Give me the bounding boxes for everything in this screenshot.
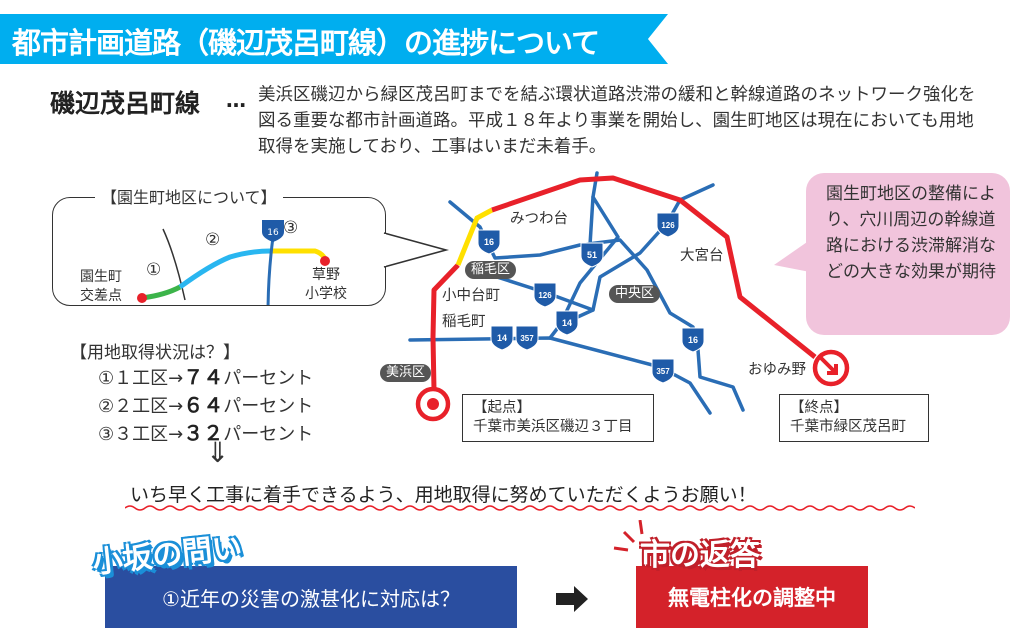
route-line-west [430, 263, 460, 391]
effect-bubble [806, 173, 1010, 335]
route-shield-icon: 357 [515, 325, 539, 351]
road-51b [588, 195, 595, 247]
wavy-underline [125, 505, 915, 511]
land-status-item-3: ③３工区→３２パーセント [98, 421, 314, 445]
section-2-line [178, 248, 271, 290]
ward-badge-inage: 稲毛区 [465, 261, 517, 279]
svg-text:357: 357 [656, 367, 670, 376]
svg-text:357: 357 [520, 334, 534, 343]
svg-text:14: 14 [562, 318, 572, 328]
route-shield-icon: 14 [555, 310, 579, 336]
svg-text:16: 16 [267, 228, 279, 238]
end-dot [320, 256, 330, 266]
place-omiyadai: 大宮台 [680, 248, 724, 264]
land-status-item-2: ②２工区→６４パーセント [98, 393, 314, 417]
answer-text: 無電柱化の調整中 [668, 586, 836, 610]
sonnocho-section [455, 207, 494, 266]
spark-icon [613, 520, 644, 552]
section-1-label: ① [146, 260, 162, 280]
ward-badge-mihama: 美浜区 [380, 364, 432, 382]
answer-box: 無電柱化の調整中 [636, 566, 868, 628]
question-text: ①近年の災害の激甚化に対応は？ [162, 586, 460, 611]
place-konakadai: 小中台町 [442, 288, 500, 304]
bubble-tail [380, 232, 450, 268]
start-point-box: 【起点】千葉市美浜区磯辺３丁目 [462, 394, 654, 442]
route-shield-icon: 126 [533, 282, 557, 308]
land-status-item-1: ①１工区→７４パーセント [98, 365, 314, 389]
end-arrow-icon [819, 356, 838, 375]
svg-text:14: 14 [497, 333, 507, 343]
start-label: 園生町交差点 [80, 269, 122, 304]
svg-text:126: 126 [538, 291, 552, 300]
route16-line [266, 236, 275, 305]
place-inage-cho: 稲毛町 [442, 314, 486, 330]
detail-bubble-title: 【園生町地区について】 [95, 184, 283, 208]
svg-text:126: 126 [661, 221, 675, 230]
route-shield-icon: 51 [580, 242, 604, 268]
ward-badge-chuo: 中央区 [609, 285, 661, 303]
route-shield-icon: 16 [681, 327, 705, 353]
route-shield-icon [262, 220, 284, 242]
start-dot [137, 293, 147, 303]
svg-text:16: 16 [484, 237, 494, 247]
arrow-right-icon [556, 586, 588, 612]
ellipsis: … [226, 88, 246, 112]
header-banner: 都市計画道路（磯辺茂呂町線）の進捗について [0, 14, 668, 64]
place-oyumino: おゆみ野 [748, 362, 806, 378]
svg-text:16: 16 [688, 335, 698, 345]
question-box: ①近年の災害の激甚化に対応は？ [105, 566, 517, 628]
route-shield-icon: 14 [490, 325, 514, 351]
route-shield-icon: 126 [656, 212, 680, 238]
end-label: 草野小学校 [305, 267, 347, 302]
request-text: いち早く工事に着手できるよう、用地取得に努めていただくようお願い！ [130, 484, 757, 506]
route-line-east [491, 175, 817, 359]
rail-line [162, 228, 186, 301]
mini-map: 16 [137, 220, 330, 305]
pink-bubble-tail [774, 240, 810, 272]
route-shield-icon: 16 [477, 229, 501, 255]
section-3-label: ③ [283, 218, 299, 238]
route-name: 磯辺茂呂町線 [50, 89, 201, 118]
end-point-box: 【終点】千葉市緑区茂呂町 [779, 394, 929, 442]
route-shield-icon: 357 [651, 358, 675, 384]
effect-bubble-text: 園生町地区の整備により、穴川周辺の幹線道路における渋滞解消などの大きな効果が期待 [826, 184, 996, 282]
down-arrow-icon: ⇓ [206, 436, 230, 469]
svg-text:51: 51 [587, 250, 597, 260]
page-title: 都市計画道路（磯辺茂呂町線）の進捗について [12, 26, 600, 60]
answer-label: 市の返答 [640, 538, 760, 573]
road-16 [448, 200, 745, 412]
land-status-title: 【用地取得状況は？】 [70, 343, 240, 363]
route-description: 美浜区磯辺から緑区茂呂町までを結ぶ環状道路渋滞の緩和と幹線道路のネットワーク強化… [258, 85, 976, 157]
section-2-label: ② [205, 230, 221, 250]
place-mitsuwadai: みつわ台 [510, 211, 568, 227]
